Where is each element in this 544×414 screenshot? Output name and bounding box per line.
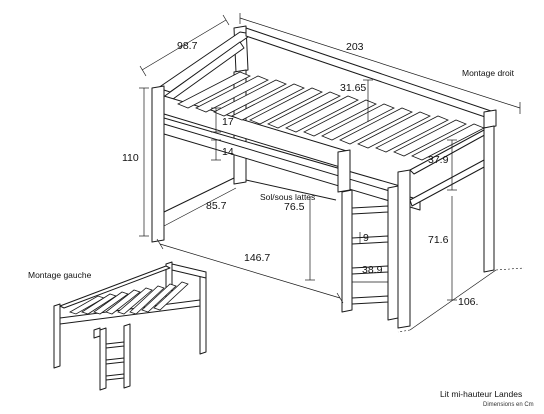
view-right-label: Montage droit <box>462 68 515 78</box>
ladder <box>341 185 399 321</box>
dim-gap-lower: 14 <box>222 146 234 158</box>
dim-rail-height: 31.65 <box>340 82 366 94</box>
dim-under-width: 85.7 <box>206 200 227 212</box>
bed-slats <box>177 71 485 161</box>
product-title: Lit mi-hauteur Landes <box>440 389 522 399</box>
dim-rung-spacing: 9 <box>363 232 369 244</box>
dim-height-total: 110 <box>122 152 139 164</box>
units-note: Dimensions en Cm <box>483 402 534 408</box>
dim-floor-to-slats: 76.5 <box>284 201 305 213</box>
view-left-label: Montage gauche <box>28 270 92 280</box>
small-bed-slats <box>69 281 189 315</box>
floor-slats-note: Sol/sous lattes <box>260 192 315 202</box>
dim-ladder-height: 71.6 <box>428 234 449 246</box>
dim-under-length: 146.7 <box>244 252 270 264</box>
dim-post-height: 37.9 <box>428 154 449 166</box>
main-bed-drawing <box>151 25 497 329</box>
dim-ladder-width: 38.9 <box>362 264 383 276</box>
small-bed-drawing <box>53 261 207 391</box>
dimension-lines <box>139 13 525 333</box>
dim-depth-bottom: 106. <box>458 296 478 308</box>
dim-length-top: 203 <box>346 41 364 53</box>
dim-width-top: 98.7 <box>177 40 198 52</box>
dim-gap-upper: 17 <box>222 116 234 128</box>
